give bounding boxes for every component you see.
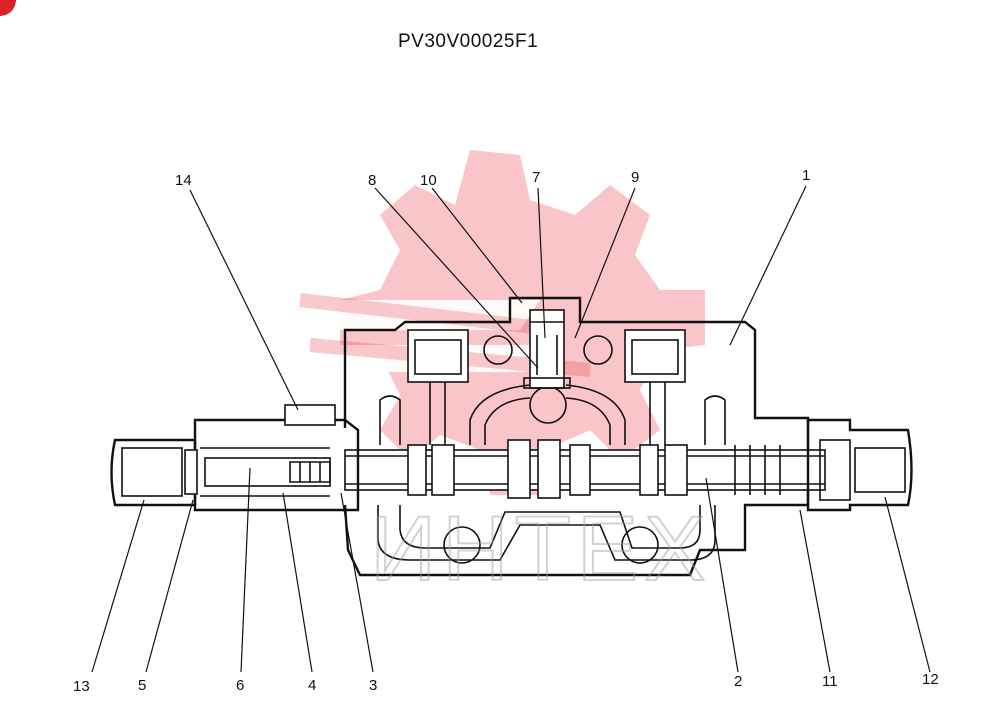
watermark-text: ИНТЕХ	[370, 498, 712, 600]
part-label-13: 13	[73, 678, 90, 695]
valve-body	[343, 296, 810, 577]
spool-assembly	[344, 439, 826, 499]
part-label-11: 11	[822, 673, 838, 690]
part-label-14: 14	[175, 172, 192, 189]
part-label-1: 1	[802, 167, 810, 184]
part-label-3: 3	[369, 677, 377, 694]
corner-badge	[0, 0, 16, 16]
leader-lines	[91, 185, 931, 673]
right-end-cap	[806, 418, 913, 512]
drawing-code: PV30V00025F1	[398, 31, 538, 52]
part-labels: 14 8 10 7 9 1 13 5 6 4 3 2 11 12	[73, 167, 939, 695]
part-label-5: 5	[138, 677, 146, 694]
left-spring-housing	[110, 404, 360, 512]
part-label-10: 10	[420, 172, 437, 189]
part-label-9: 9	[631, 169, 639, 186]
part-label-6: 6	[236, 677, 244, 694]
part-label-4: 4	[308, 677, 316, 694]
watermark-logo	[299, 150, 705, 495]
part-label-7: 7	[532, 169, 540, 186]
part-label-8: 8	[368, 172, 376, 189]
part-label-2: 2	[734, 673, 742, 690]
part-label-12: 12	[922, 671, 939, 688]
